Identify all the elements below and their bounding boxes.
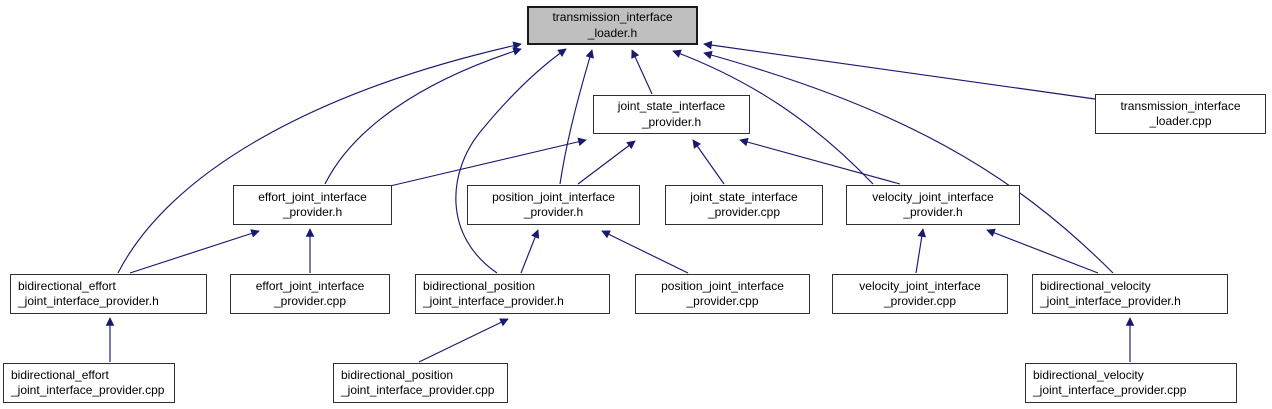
node-label-line: bidirectional_velocity [1033,367,1144,382]
node-label-line: _joint_interface_provider.h [423,294,564,308]
node-position-joint-interface-provider-cpp[interactable]: position_joint_interface _provider.cpp [635,274,810,314]
edge-jsp-h-to-loader-h [631,49,653,95]
edge-effort-h-to-loader-h [324,47,522,185]
node-label-line: effort_joint_interface [255,278,365,293]
node-label-line: _provider.h [523,205,584,219]
node-label-line: _provider.cpp [707,205,781,219]
node-label-line: _provider.h [282,205,343,219]
node-label-line: velocity_joint_interface [859,278,981,293]
node-bidirectional-effort-joint-interface-provider-h[interactable]: bidirectional_effort _joint_interface_pr… [10,274,207,314]
node-label-line: _provider.cpp [686,294,759,308]
node-bidirectional-position-joint-interface-provider-cpp[interactable]: bidirectional_position _joint_interface_… [333,363,508,403]
node-label-line: bidirectional_position [423,278,536,293]
node-label-line: joint_state_interface [617,99,726,113]
node-label-line: _joint_interface_provider.cpp [341,383,495,397]
edge-velocity-h-to-jsp-h [739,137,901,185]
edge-position-h-to-loader-h [559,49,594,185]
edge-loader-cpp-to-loader-h [703,40,1096,100]
edge-effort-h-to-jsp-h [389,137,587,187]
edge-bid-position-h-to-position-h [520,229,540,274]
node-joint-state-interface-provider-h[interactable]: joint_state_interface _provider.h [593,95,750,134]
node-joint-state-interface-provider-cpp[interactable]: joint_state_interface _provider.cpp [665,185,823,225]
node-label-line: transmission_interface [1120,98,1241,113]
node-label-line: _joint_interface_provider.cpp [1033,383,1187,397]
node-bidirectional-effort-joint-interface-provider-cpp[interactable]: bidirectional_effort _joint_interface_pr… [3,363,175,403]
node-label-line: effort_joint_interface [258,189,367,204]
node-bidirectional-position-joint-interface-provider-h[interactable]: bidirectional_position _joint_interface_… [415,274,610,314]
node-label-line: velocity_joint_interface [872,189,994,204]
node-bidirectional-velocity-joint-interface-provider-h[interactable]: bidirectional_velocity _joint_interface_… [1032,274,1228,314]
node-velocity-joint-interface-provider-cpp[interactable]: velocity_joint_interface _provider.cpp [832,274,1008,314]
node-label-line: bidirectional_velocity [1040,278,1151,293]
node-transmission-interface-loader-cpp[interactable]: transmission_interface _loader.cpp [1095,94,1266,134]
node-effort-joint-interface-provider-h[interactable]: effort_joint_interface _provider.h [233,185,392,225]
edge-bid-velocity-h-to-loader-h [703,50,1114,274]
node-label-line: _provider.h [903,205,963,219]
node-label-line: position_joint_interface [492,189,615,204]
node-label-line: _provider.cpp [273,294,347,308]
node-label-line: joint_state_interface [690,189,798,204]
edge-bid-effort-h-to-effort-h [129,229,260,274]
node-label-line: position_joint_interface [661,278,784,293]
node-label-line: _provider.cpp [883,294,957,308]
edge-position-h-to-jsp-h [577,140,636,185]
node-label-line: transmission_interface [552,10,673,24]
node-label-line: bidirectional_effort [18,278,116,293]
node-label-line: bidirectional_effort [11,367,109,382]
node-bidirectional-velocity-joint-interface-provider-cpp[interactable]: bidirectional_velocity _joint_interface_… [1025,363,1237,403]
edge-bid-position-h-to-loader-h [455,48,567,274]
edge-bid-effort-h-to-loader-h [117,41,522,274]
node-label-line: _joint_interface_provider.h [18,294,159,308]
edge-velocity-cpp-to-velocity-h [915,228,927,274]
node-label-line: _provider.h [641,114,702,129]
edge-bid-velocity-h-to-velocity-h [986,228,1099,274]
edge-jsp-cpp-to-jsp-h [692,139,725,185]
node-position-joint-interface-provider-h[interactable]: position_joint_interface _provider.h [467,185,640,225]
node-label-line: _joint_interface_provider.h [1040,294,1181,308]
node-effort-joint-interface-provider-cpp[interactable]: effort_joint_interface _provider.cpp [230,274,390,314]
node-label-line: _loader.h [587,25,638,40]
node-label-line: _loader.cpp [1149,114,1212,128]
edge-bid-position-cpp-to-bid-position-h [418,318,509,363]
edge-position-cpp-to-position-h [601,230,689,274]
node-label-line: bidirectional_position [341,367,454,382]
node-label-line: _joint_interface_provider.cpp [11,383,165,397]
node-velocity-joint-interface-provider-h[interactable]: velocity_joint_interface _provider.h [846,185,1020,225]
node-transmission-interface-loader-h: transmission_interface _loader.h [527,6,698,45]
edge-velocity-h-to-loader-h [672,49,874,185]
